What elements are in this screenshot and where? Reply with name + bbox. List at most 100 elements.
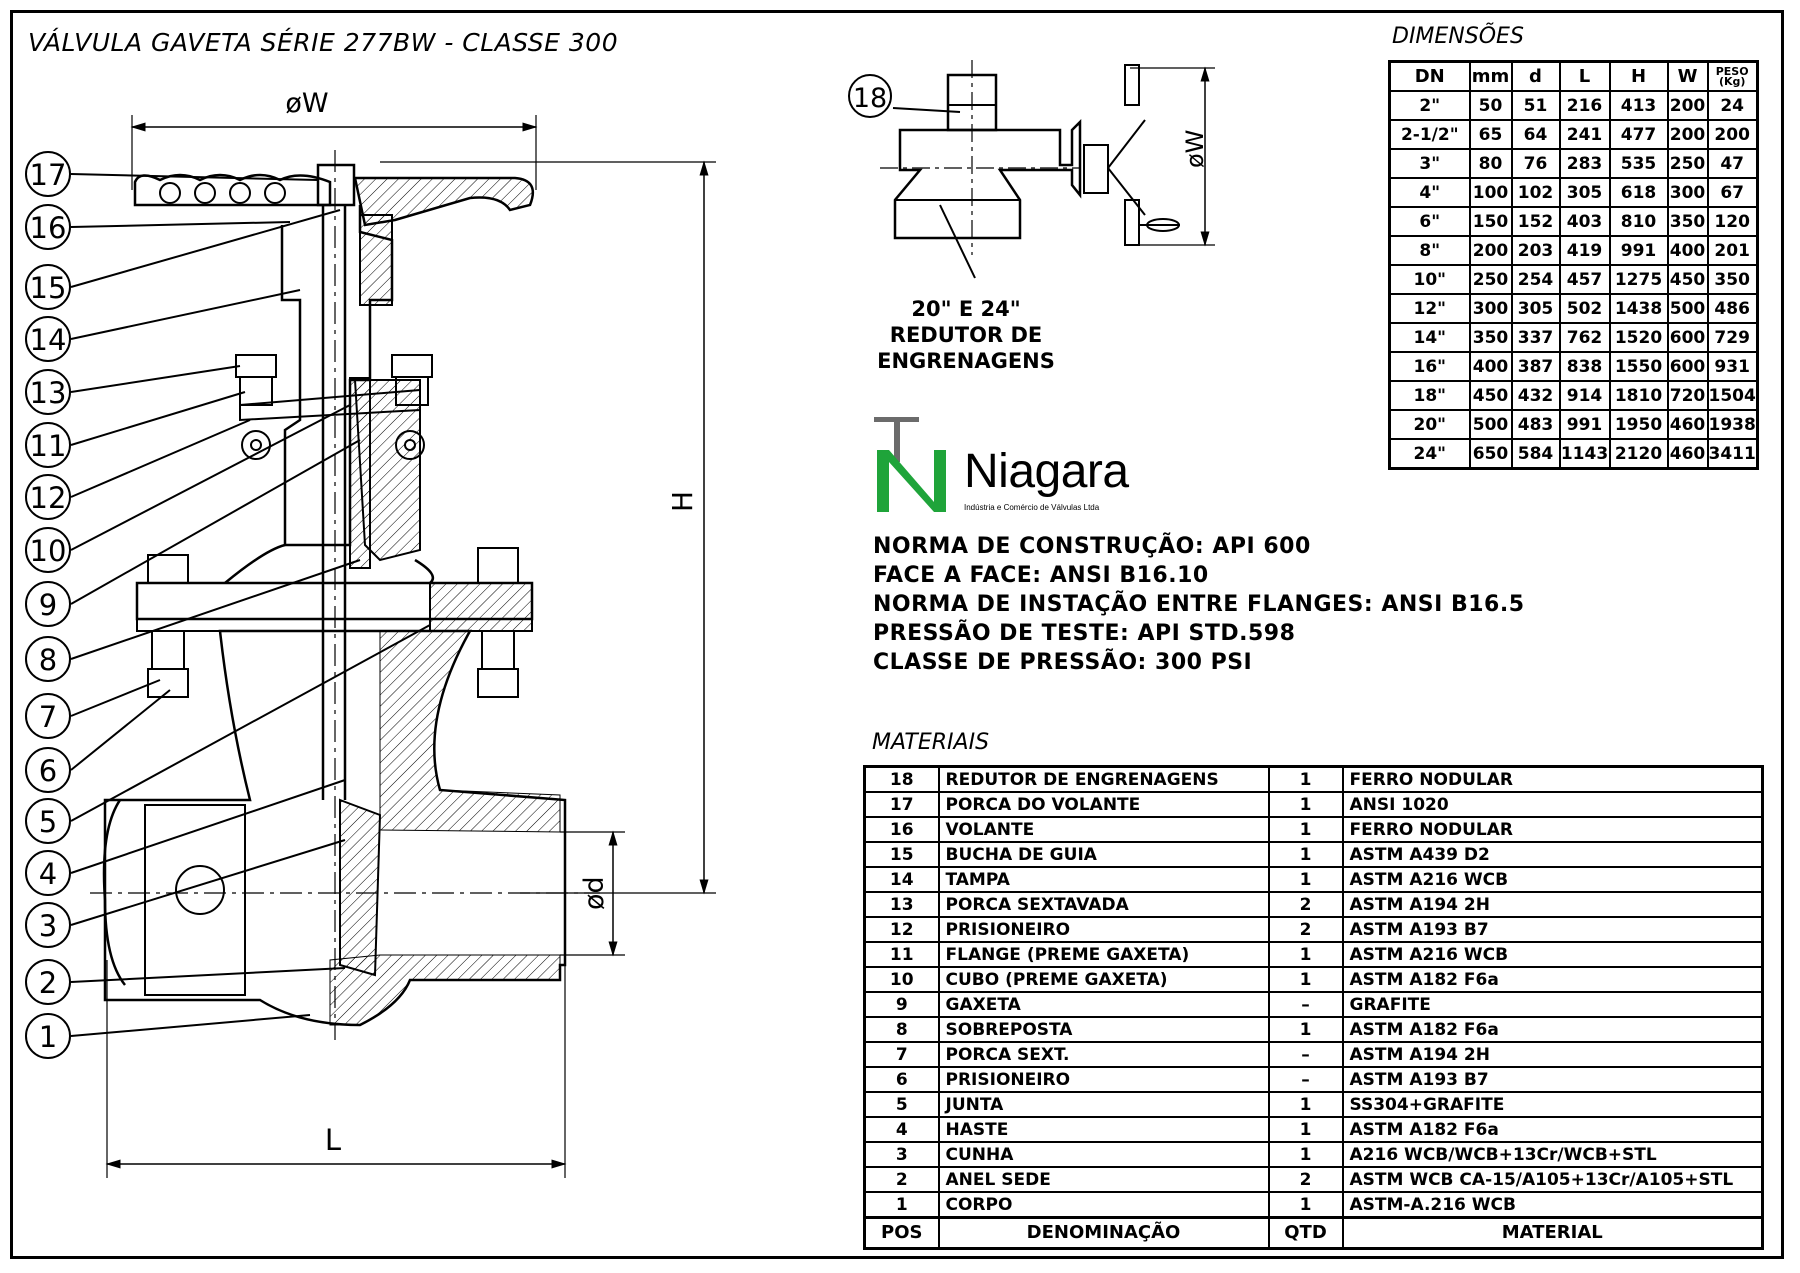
dims-cell: 65 (1468, 119, 1513, 150)
note-flange-installation: NORMA DE INSTAÇÃO ENTRE FLANGES: ANSI B1… (873, 592, 1525, 617)
dims-cell: 500 (1468, 409, 1513, 440)
svg-text:10: 10 (30, 534, 67, 568)
mat-header-pos: POS (863, 1216, 940, 1249)
dims-cell: 203 (1510, 235, 1561, 266)
mat-pos: 3 (863, 1141, 940, 1167)
mat-qtd: 2 (1267, 1166, 1344, 1192)
logo-subtitle: Indústria e Comércio de Válvulas Ltda (964, 503, 1100, 512)
mat-material: ASTM A216 WCB (1341, 866, 1764, 892)
dims-cell: 6" (1388, 206, 1471, 237)
dims-cell: 584 (1510, 438, 1561, 470)
callout-11: 11 (25, 391, 246, 468)
dims-cell: 18" (1388, 380, 1471, 411)
mat-material: FERRO NODULAR (1341, 765, 1764, 792)
callout-1: 1 (25, 1013, 311, 1059)
drawing-title: VÁLVULA GAVETA SÉRIE 277BW - CLASSE 300 (28, 28, 619, 57)
svg-text:5: 5 (39, 805, 57, 839)
mat-pos: 5 (863, 1091, 940, 1117)
note-face-to-face: FACE A FACE: ANSI B16.10 (873, 563, 1209, 588)
mat-denominacao: VOLANTE (937, 816, 1270, 842)
callout-10: 10 (25, 404, 351, 573)
dims-cell: 120 (1706, 206, 1759, 237)
dims-cell: 200 (1706, 119, 1759, 150)
mat-header-material: MATERIAL (1341, 1216, 1764, 1249)
dims-cell: 102 (1510, 177, 1561, 208)
dims-cell: 350 (1468, 322, 1513, 353)
dims-cell: 762 (1558, 322, 1611, 353)
mat-material: ASTM A182 F6a (1341, 966, 1764, 992)
mat-material: ASTM WCB CA-15/A105+13Cr/A105+STL (1341, 1166, 1764, 1192)
mat-material: ASTM A216 WCB (1341, 941, 1764, 967)
materials-header-row: POS DENOMINAÇÃO QTD MATERIAL (863, 1216, 1764, 1249)
mat-qtd: 1 (1267, 1116, 1344, 1142)
dims-cell: 1950 (1608, 409, 1669, 440)
mat-denominacao: CUNHA (937, 1141, 1270, 1167)
dims-cell: 400 (1666, 235, 1709, 266)
dims-cell: 305 (1510, 293, 1561, 324)
gear-reducer-sketch (880, 60, 1215, 279)
dims-cell: 100 (1468, 177, 1513, 208)
dims-cell: 67 (1706, 177, 1759, 208)
mat-material: ASTM A182 F6a (1341, 1116, 1764, 1142)
callout-7: 7 (25, 679, 161, 739)
mat-denominacao: HASTE (937, 1116, 1270, 1142)
dims-cell: 201 (1706, 235, 1759, 266)
mat-qtd: – (1267, 1041, 1344, 1067)
dims-cell: 76 (1510, 148, 1561, 179)
mat-material: GRAFITE (1341, 991, 1764, 1017)
mat-pos: 9 (863, 991, 940, 1017)
mat-denominacao: TAMPA (937, 866, 1270, 892)
svg-text:4: 4 (39, 857, 57, 891)
mat-material: ASTM-A.216 WCB (1341, 1191, 1764, 1218)
dims-cell: 460 (1666, 438, 1709, 470)
dims-header-l: L (1558, 60, 1611, 92)
dims-cell: 419 (1558, 235, 1611, 266)
dims-cell: 2" (1388, 90, 1471, 121)
mat-qtd: 1 (1267, 1091, 1344, 1117)
dims-cell: 4" (1388, 177, 1471, 208)
dims-cell: 64 (1510, 119, 1561, 150)
dims-cell: 24 (1706, 90, 1759, 121)
mat-denominacao: REDUTOR DE ENGRENAGENS (937, 765, 1270, 792)
mat-qtd: 1 (1267, 1191, 1344, 1218)
mat-qtd: 1 (1267, 791, 1344, 817)
dimensions-title: DIMENSÕES (1392, 24, 1524, 49)
callout-9: 9 (25, 439, 361, 627)
dims-cell: 600 (1666, 322, 1709, 353)
dims-cell: 413 (1608, 90, 1669, 121)
dims-cell: 250 (1666, 148, 1709, 179)
mat-material: A216 WCB/WCB+13Cr/WCB+STL (1341, 1141, 1764, 1167)
mat-pos: 13 (863, 891, 940, 917)
mat-pos: 6 (863, 1066, 940, 1092)
dims-cell: 535 (1608, 148, 1669, 179)
mat-pos: 12 (863, 916, 940, 942)
dims-cell: 1438 (1608, 293, 1669, 324)
logo-name: Niagara (964, 445, 1129, 498)
dims-header-mm: mm (1468, 60, 1513, 92)
dims-header-w: W (1666, 60, 1709, 92)
mat-qtd: – (1267, 1066, 1344, 1092)
dims-cell: 12" (1388, 293, 1471, 324)
dims-cell: 241 (1558, 119, 1611, 150)
standards-notes: NORMA DE CONSTRUÇÃO: API 600 FACE A FACE… (873, 532, 1525, 677)
callout-8: 8 (25, 559, 361, 682)
callout-13: 13 (25, 365, 241, 415)
dims-header-dn: DN (1388, 60, 1471, 92)
dims-cell: 254 (1510, 264, 1561, 295)
mat-pos: 17 (863, 791, 940, 817)
